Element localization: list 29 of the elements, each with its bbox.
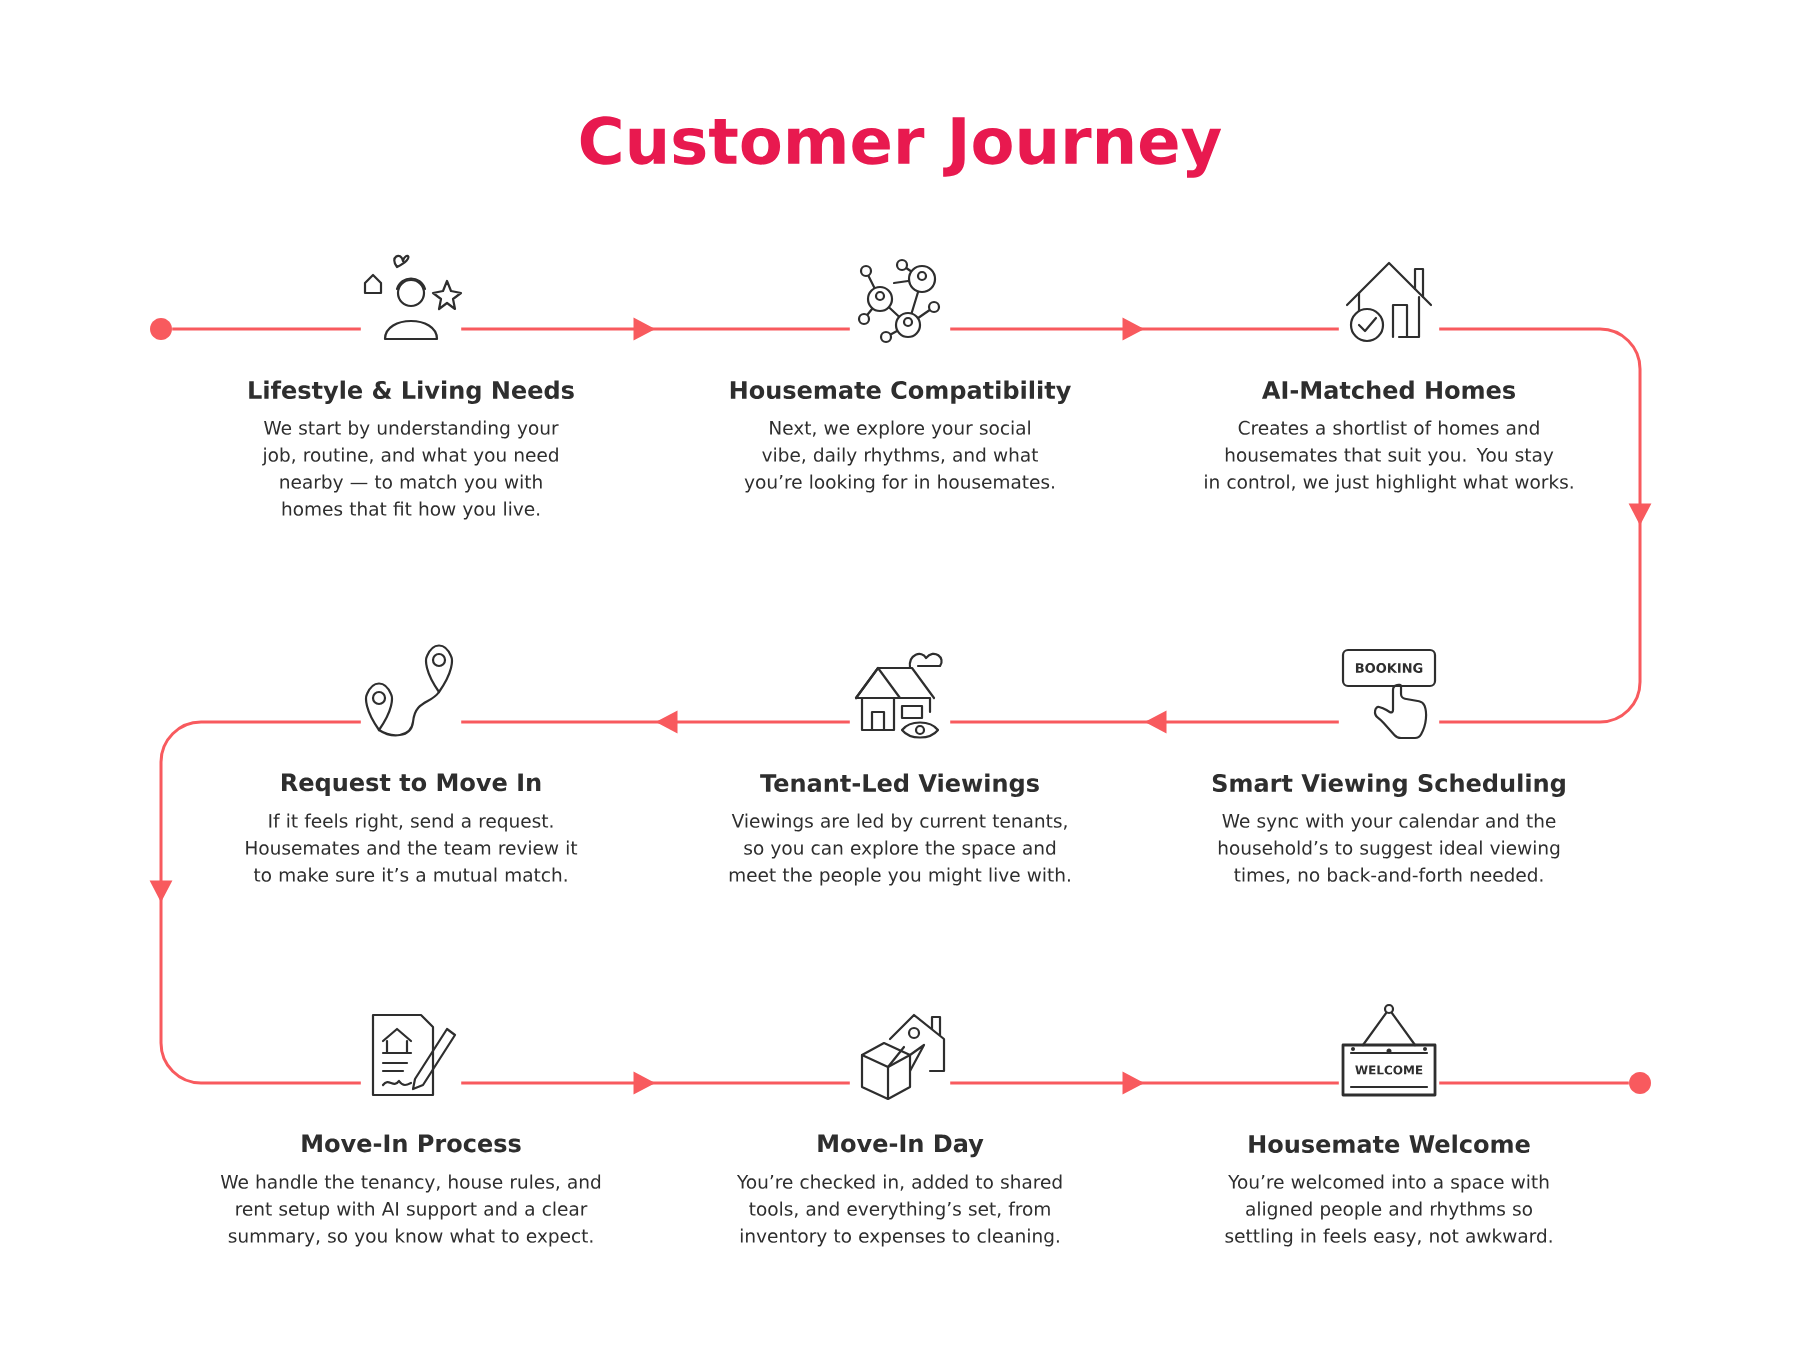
step-description: Creates a shortlist of homes and housemates that suit you. You stay in control, we just highlight what works. — [1205, 420, 1573, 493]
step-title: Housemate Compatibility — [730, 380, 1071, 404]
step-title: Request to Move In — [282, 773, 541, 796]
step-title: Tenant-Led Viewings — [760, 773, 1039, 797]
step-title: AI-Matched Homes — [1262, 380, 1515, 400]
step-description: We handle the tenancy, house rules, and rent setup with AI support and a clear summary, so you know what to expect. — [220, 1174, 601, 1247]
step-title: Smart Viewing Scheduling — [1212, 773, 1565, 797]
contract-icon — [371, 1013, 457, 1097]
network-icon — [857, 258, 941, 344]
step-description: Viewings are led by current tenants, so you can explore the space and meet the people you might live with. — [729, 813, 1070, 886]
house-check-icon — [1345, 261, 1433, 343]
step-description: Next, we explore your social vibe, daily rhythms, and what you’re looking for in housemates. — [744, 420, 1054, 493]
end-dot — [150, 318, 172, 340]
step-description: We start by understanding your job, routine, and what you need nearby — to match you with homes that fit how you live. — [262, 420, 559, 520]
person-icon — [363, 254, 463, 341]
step-description: If it feels right, send a request. Housemates and the team review it to make sure it’s a mutual match. — [246, 813, 578, 882]
title: Customer Journey — [580, 116, 1222, 178]
arrow — [1439, 327, 1652, 724]
step-title: Move-In Day — [818, 1134, 984, 1158]
step-description: You’re welcomed into a space with aligned people and rhythms so settling in feels easy, not awkward. — [1225, 1174, 1552, 1247]
end-dot — [1629, 1072, 1651, 1094]
step-title: Lifestyle & Living Needs — [249, 380, 574, 404]
location-pins-icon — [364, 644, 454, 737]
step-title: Housemate Welcome — [1249, 1134, 1530, 1154]
house-eye-icon — [854, 652, 943, 739]
step-description: We sync with your calendar and the household’s to suggest ideal viewing times, no back-and-forth needed. — [1218, 813, 1560, 884]
step-title: Move-In Process — [302, 1134, 521, 1153]
step-description: You’re checked in, added to shared tools, and everything’s set, from inventory to expenses to cleaning. — [736, 1174, 1062, 1247]
moving-box-icon — [860, 1013, 946, 1101]
